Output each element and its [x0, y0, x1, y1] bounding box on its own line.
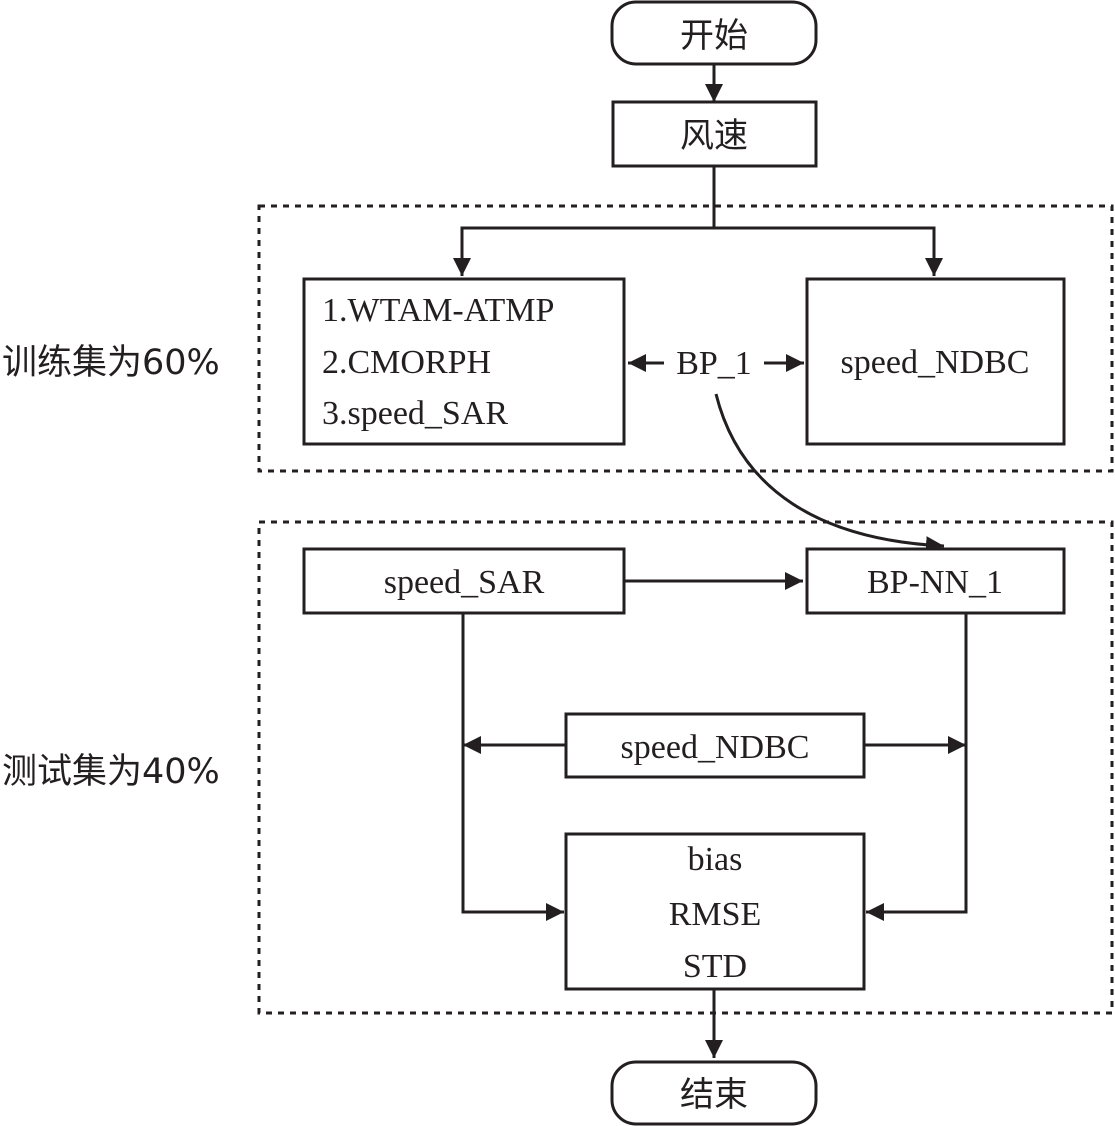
metric-std: STD	[683, 948, 747, 985]
train-target-label: speed_NDBC	[841, 344, 1030, 381]
arrow-to-inputs	[453, 226, 714, 276]
ndbc-test-node	[564, 712, 866, 779]
bp-nn-1-node	[805, 547, 1066, 615]
end-label: 结束	[680, 1075, 748, 1115]
arrow-to-target	[714, 226, 943, 276]
metrics-node	[564, 832, 866, 991]
testing-set-label: 测试集为40%	[2, 752, 220, 792]
input-feature-1: 1.WTAM-ATMP	[322, 292, 554, 329]
training-group-frame	[257, 204, 1114, 473]
training-set-label: 训练集为60%	[2, 343, 220, 383]
wind-speed-label: 风速	[680, 116, 748, 156]
ndbc-test-label: speed_NDBC	[621, 729, 810, 766]
bp-nn-1-label: BP-NN_1	[867, 564, 1003, 601]
train-target-node	[805, 277, 1066, 446]
metric-bias: bias	[688, 841, 743, 878]
speed-sar-node	[302, 547, 626, 615]
metric-rmse: RMSE	[669, 896, 762, 933]
input-feature-2: 2.CMORPH	[322, 344, 491, 381]
line-sar-down	[461, 613, 564, 921]
line-bpnn-down	[866, 613, 968, 921]
start-node	[610, 0, 818, 66]
curve-bp1-to-bpnn	[714, 393, 945, 555]
speed-sar-label: speed_SAR	[384, 564, 545, 601]
input-feature-3: 3.speed_SAR	[322, 395, 508, 432]
bp-1-label: BP_1	[676, 345, 752, 382]
wind-speed-node	[611, 100, 818, 168]
end-node	[610, 1060, 818, 1126]
start-label: 开始	[680, 16, 748, 56]
input-features-node	[302, 277, 626, 446]
